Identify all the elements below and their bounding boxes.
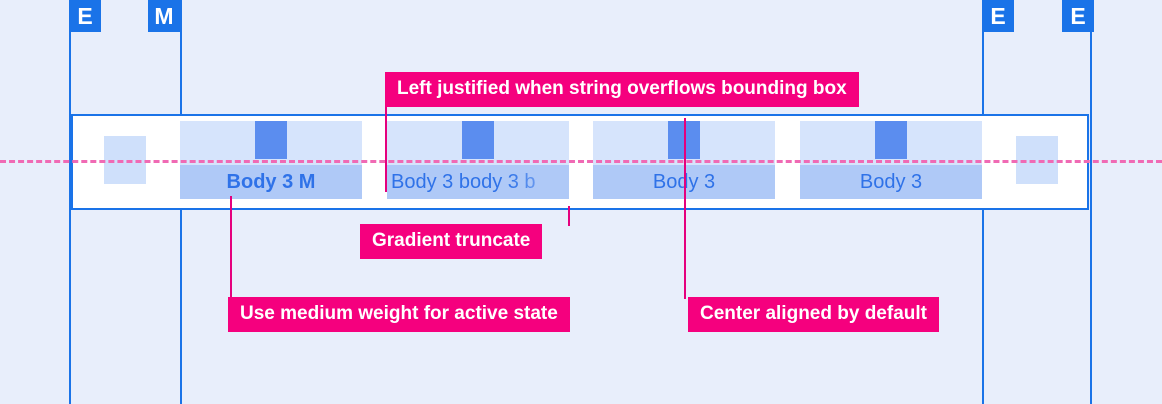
annotation-leader-line [385,104,387,192]
annotation-leader-line [230,196,232,299]
annotation-leader-line [568,206,570,226]
annotation-medium-weight: Use medium weight for active state [228,297,570,332]
horizontal-centerline-guide [0,160,1162,163]
tab-item-tab-2[interactable]: Body 3 body 3 b [387,121,569,203]
spacing-badge-m-2: M [148,0,180,32]
tab-label-row: Body 3 M [180,165,362,199]
tab-item-tab-4[interactable]: Body 3 [800,121,982,203]
annotation-center-aligned: Center aligned by default [688,297,939,332]
annotation-leader-line [684,118,686,299]
tab-glyph-icon [875,121,907,159]
tab-label-row: Body 3 [800,165,982,199]
tab-glyph-icon [255,121,287,159]
tab-glyph-icon [462,121,494,159]
tab-item-tab-1[interactable]: Body 3 M [180,121,362,203]
annotation-overflow: Left justified when string overflows bou… [385,72,859,107]
spacing-badge-e-3: E [982,0,1014,32]
tab-icon-container [800,121,982,165]
tab-label-row: Body 3 body 3 b [387,165,569,199]
tab-label-text: Body 3 M [226,171,316,193]
tab-icon-container [387,121,569,165]
vertical-guide-1 [69,0,71,404]
tab-label-text: Body 3 body 3 b [391,171,536,193]
tab-label-text: Body 3 [859,171,923,193]
annotation-gradient: Gradient truncate [360,224,543,259]
tab-icon-container [180,121,362,165]
spacing-badge-e-4: E [1062,0,1094,32]
spacing-badge-e-1: E [69,0,101,32]
vertical-guide-4 [1090,0,1092,404]
tab-label-text: Body 3 [652,171,716,193]
